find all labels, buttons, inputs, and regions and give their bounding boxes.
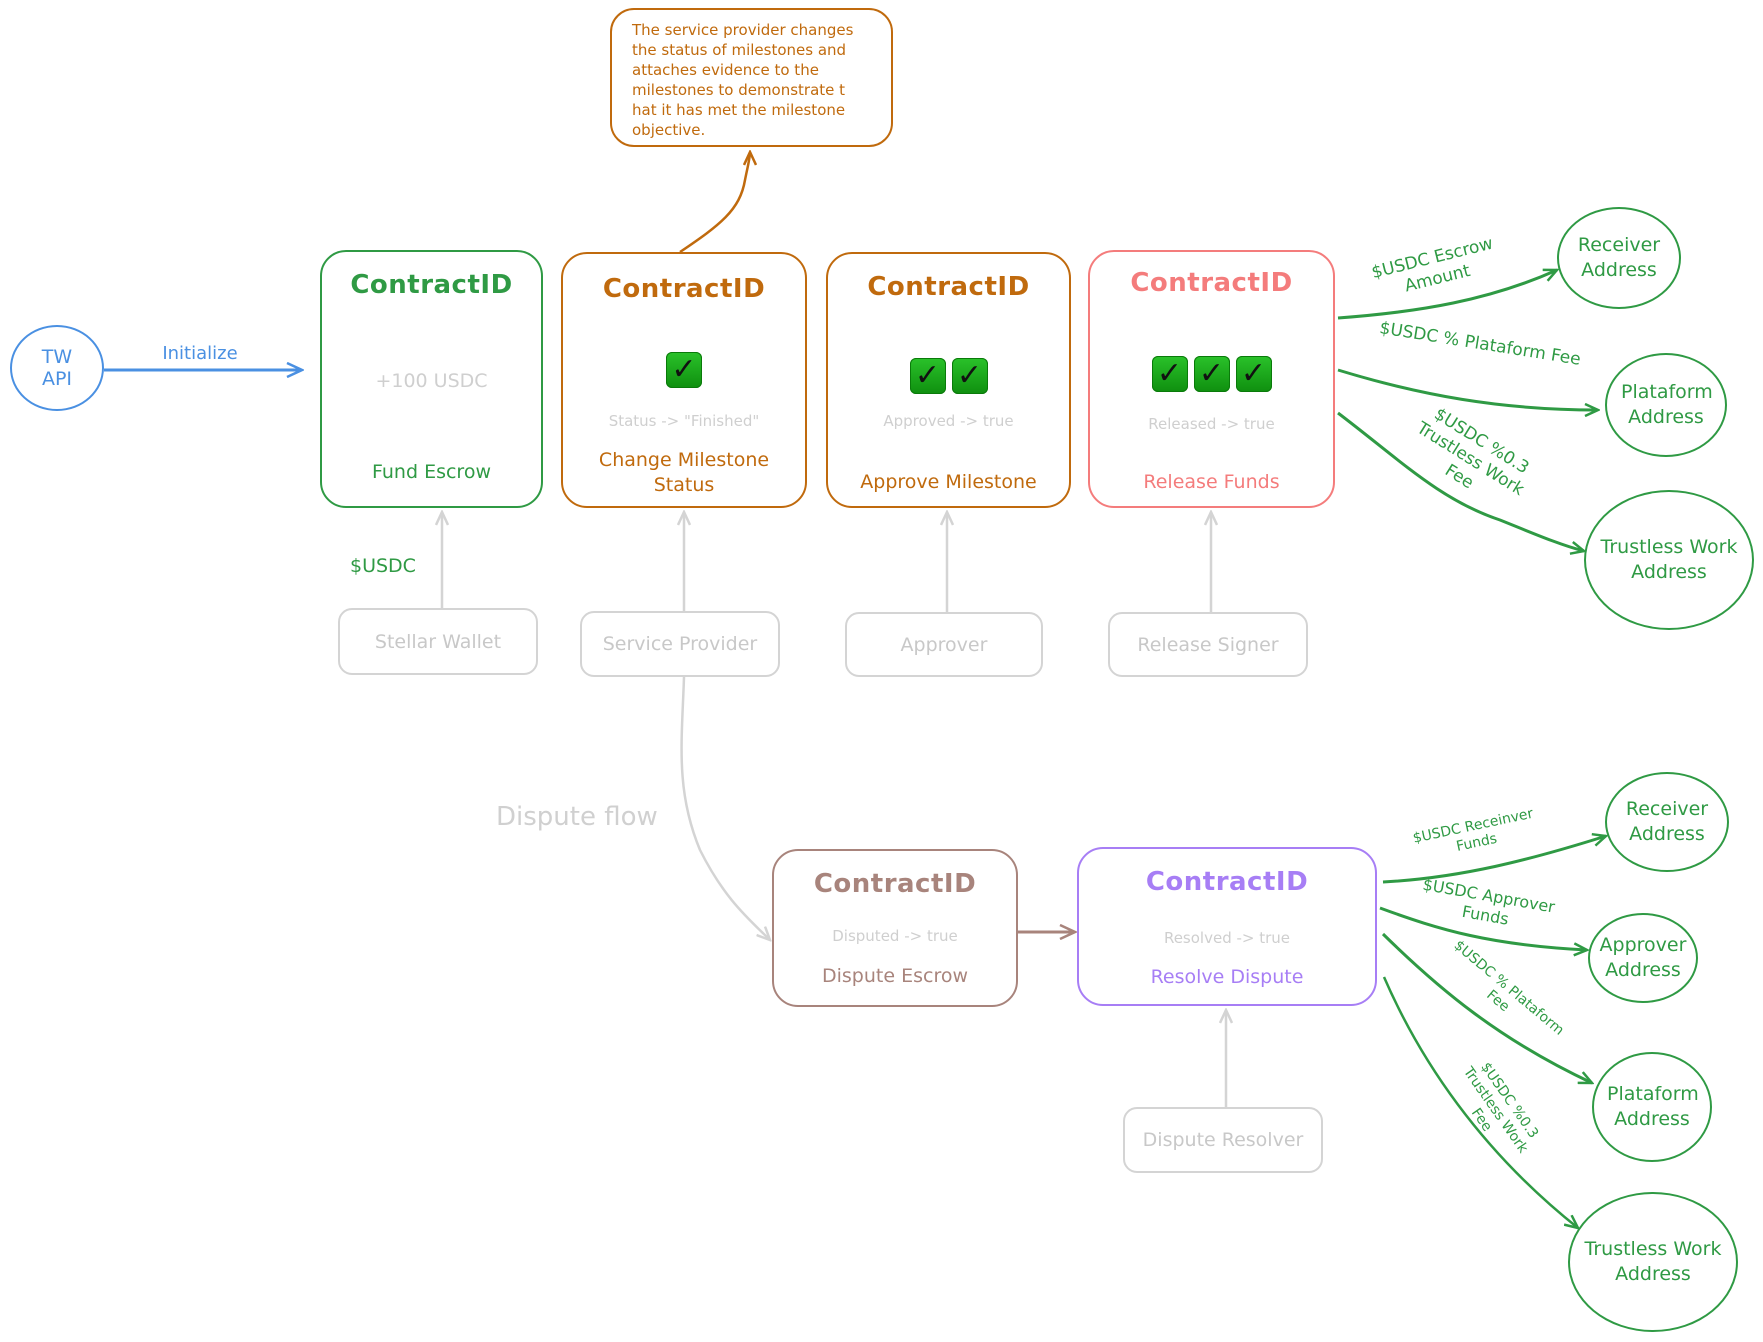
receiver-address-node-2[interactable]: Receiver Address [1605, 772, 1729, 872]
approve-action: Approve Milestone [860, 471, 1037, 493]
resolve-to-approver-arrow [1379, 906, 1587, 950]
callout-arrow [679, 152, 750, 254]
approver-address-node[interactable]: Approver Address [1588, 913, 1698, 1003]
check-icon: ✓ [666, 352, 702, 388]
approver-address-label: Approver Address [1599, 934, 1687, 981]
approver-actor[interactable]: Approver [845, 612, 1043, 677]
service-provider-label: Service Provider [602, 633, 758, 655]
check-icon: ✓ [951, 358, 988, 394]
dispute-resolver-actor[interactable]: Dispute Resolver [1123, 1107, 1323, 1173]
change-status-title: ContractID [602, 274, 766, 304]
resolve-detail: Resolved -> true [1163, 929, 1291, 947]
trustless-work-address-node[interactable]: Trustless Work Address [1584, 490, 1754, 630]
check-icon: ✓ [1151, 356, 1188, 392]
release-signer-label: Release Signer [1137, 633, 1279, 656]
callout-text: The service provider changes the status … [632, 21, 854, 139]
fund-escrow-title: ContractID [350, 270, 513, 300]
resolve-action: Resolve Dispute [1150, 966, 1304, 988]
tw-api-node[interactable]: TW API [10, 325, 104, 411]
service-provider-callout: The service provider changes the status … [610, 8, 893, 147]
dispute-flow-arrow [680, 676, 770, 940]
milestone-checks: ✓ ✓ ✓ [1090, 356, 1333, 392]
dispute-flow-label: Dispute flow [496, 802, 658, 832]
approve-detail: Approved -> true [883, 412, 1014, 430]
change-status-action: Change Milestone Status [598, 449, 770, 496]
trustless-work-address-node-2[interactable]: Trustless Work Address [1568, 1192, 1738, 1332]
dispute-action: Dispute Escrow [822, 965, 968, 987]
tw-api-label-line2: API [41, 368, 73, 390]
tw-api-label-line1: TW [41, 346, 73, 368]
release-to-receiver-arrow [1337, 270, 1557, 320]
approve-milestone-node[interactable]: ContractID ✓ ✓ Approved -> true Approve … [826, 252, 1071, 508]
release-to-trustless-arrow [1337, 411, 1584, 551]
release-funds-node[interactable]: ContractID ✓ ✓ ✓ Released -> true Releas… [1088, 250, 1335, 508]
dispute-resolver-label: Dispute Resolver [1142, 1129, 1304, 1151]
release-action: Release Funds [1143, 471, 1280, 493]
release-to-plataform-arrow [1337, 368, 1598, 410]
resolve-to-plataform-arrow [1381, 932, 1592, 1085]
dispute-detail: Disputed -> true [832, 927, 958, 945]
fund-escrow-node[interactable]: ContractID +100 USDC Fund Escrow [320, 250, 543, 508]
stellar-wallet-label: Stellar Wallet [374, 630, 502, 653]
check-icon: ✓ [1235, 356, 1272, 392]
check-icon: ✓ [1193, 356, 1230, 392]
approver-label: Approver [900, 633, 988, 656]
trustless-work-address-label-2: Trustless Work Address [1584, 1238, 1722, 1285]
plataform-address-node-2[interactable]: Plataform Address [1592, 1052, 1712, 1162]
approve-title: ContractID [867, 272, 1030, 302]
resolve-to-trustless-arrow [1382, 976, 1578, 1228]
trustless-work-address-label: Trustless Work Address [1600, 536, 1738, 583]
resolve-title: ContractID [1145, 867, 1309, 897]
release-title: ContractID [1130, 268, 1293, 298]
usdc-flow-label: $USDC [350, 555, 416, 577]
dispute-escrow-node[interactable]: ContractID Disputed -> true Dispute Escr… [772, 849, 1018, 1007]
resolve-to-receiver-arrow [1382, 836, 1606, 884]
receiver-address-node[interactable]: Receiver Address [1557, 207, 1681, 309]
milestone-checks: ✓ ✓ [828, 358, 1069, 394]
initialize-label: Initialize [162, 343, 238, 364]
check-icon: ✓ [909, 358, 946, 394]
plataform-address-node[interactable]: Plataform Address [1605, 353, 1727, 457]
service-provider-actor[interactable]: Service Provider [580, 611, 780, 677]
release-signer-actor[interactable]: Release Signer [1108, 612, 1308, 677]
plataform-address-label: Plataform Address [1621, 381, 1713, 428]
receiver-address-label-2: Receiver Address [1625, 798, 1709, 845]
dispute-title: ContractID [813, 869, 977, 899]
fund-escrow-detail: +100 USDC [375, 370, 488, 392]
receiver-address-label: Receiver Address [1577, 234, 1661, 281]
plataform-address-label-2: Plataform Address [1607, 1083, 1699, 1130]
stellar-wallet-actor[interactable]: Stellar Wallet [338, 608, 538, 675]
release-detail: Released -> true [1148, 415, 1275, 433]
milestone-checks: ✓ [563, 352, 805, 388]
change-milestone-status-node[interactable]: ContractID ✓ Status -> "Finished" Change… [561, 252, 807, 508]
fund-escrow-action: Fund Escrow [372, 461, 491, 483]
resolve-dispute-node[interactable]: ContractID Resolved -> true Resolve Disp… [1077, 847, 1377, 1006]
change-status-detail: Status -> "Finished" [608, 412, 760, 430]
